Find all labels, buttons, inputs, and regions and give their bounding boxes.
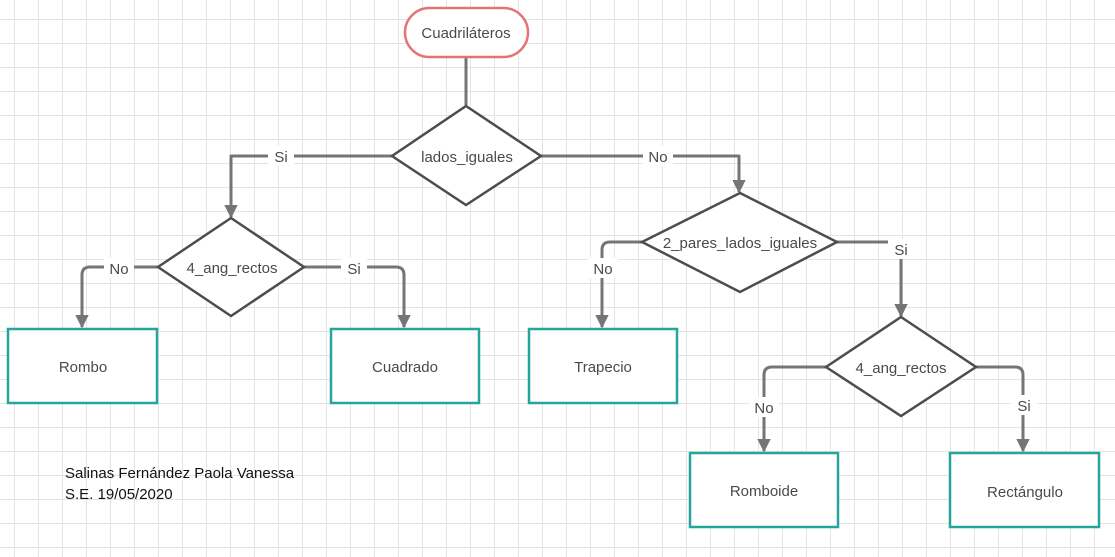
leaf-cuadrado[interactable]: Cuadrado (329, 327, 481, 405)
leaf-rectangulo-label: Rectángulo (987, 484, 1063, 501)
edge-label-left-no: No (104, 258, 134, 278)
decision-4-ang-rectos-left-label: 4_ang_rectos (187, 260, 278, 277)
start-node-label: Cuadriláteros (421, 25, 510, 42)
leaf-romboide-label: Romboide (730, 483, 798, 500)
decision-2-pares-lados-iguales[interactable]: 2_pares_lados_iguales (639, 191, 840, 294)
edge-label-right-no: No (749, 397, 779, 417)
edge-right-si (976, 365, 1030, 453)
edge-left-si (304, 265, 411, 329)
author-date: S.E. 19/05/2020 (65, 486, 173, 503)
svg-text:No: No (648, 149, 667, 166)
author-note: Salinas Fernández Paola Vanessa S.E. 19/… (65, 463, 294, 505)
decision-4-ang-rectos-left[interactable]: 4_ang_rectos (155, 216, 307, 318)
svg-text:No: No (593, 261, 612, 278)
edge-right-no (757, 365, 826, 453)
svg-text:No: No (109, 261, 128, 278)
svg-text:Si: Si (1017, 398, 1030, 415)
svg-text:No: No (754, 400, 773, 417)
decision-lados-iguales[interactable]: lados_iguales (389, 104, 544, 207)
leaf-trapecio[interactable]: Trapecio (527, 327, 679, 405)
edge-label-lados-no: No (643, 146, 673, 166)
edge-label-right-si: Si (1011, 395, 1037, 415)
author-name: Salinas Fernández Paola Vanessa (65, 465, 295, 482)
leaf-rectangulo[interactable]: Rectángulo (948, 451, 1101, 529)
decision-lados-iguales-label: lados_iguales (421, 149, 513, 166)
svg-text:Si: Si (347, 261, 360, 278)
edge-pares-no (595, 240, 642, 329)
edge-label-left-si: Si (341, 258, 367, 278)
edge-label-pares-no: No (588, 258, 618, 278)
edge-label-pares-si: Si (888, 239, 914, 259)
leaf-rombo-label: Rombo (59, 359, 107, 376)
decision-4-ang-rectos-right-label: 4_ang_rectos (856, 360, 947, 377)
edge-lados-si (224, 154, 392, 219)
decision-4-ang-rectos-right[interactable]: 4_ang_rectos (823, 315, 979, 418)
svg-text:Si: Si (274, 149, 287, 166)
decision-2-pares-label: 2_pares_lados_iguales (663, 235, 817, 252)
edge-label-lados-si: Si (268, 146, 294, 166)
leaf-trapecio-label: Trapecio (574, 359, 632, 376)
leaf-romboide[interactable]: Romboide (688, 451, 840, 529)
leaf-rombo[interactable]: Rombo (6, 327, 159, 405)
start-node[interactable]: Cuadriláteros (403, 6, 530, 59)
edge-lados-no (541, 154, 746, 194)
svg-text:Si: Si (894, 242, 907, 259)
leaf-cuadrado-label: Cuadrado (372, 359, 438, 376)
edge-left-no (75, 265, 158, 329)
